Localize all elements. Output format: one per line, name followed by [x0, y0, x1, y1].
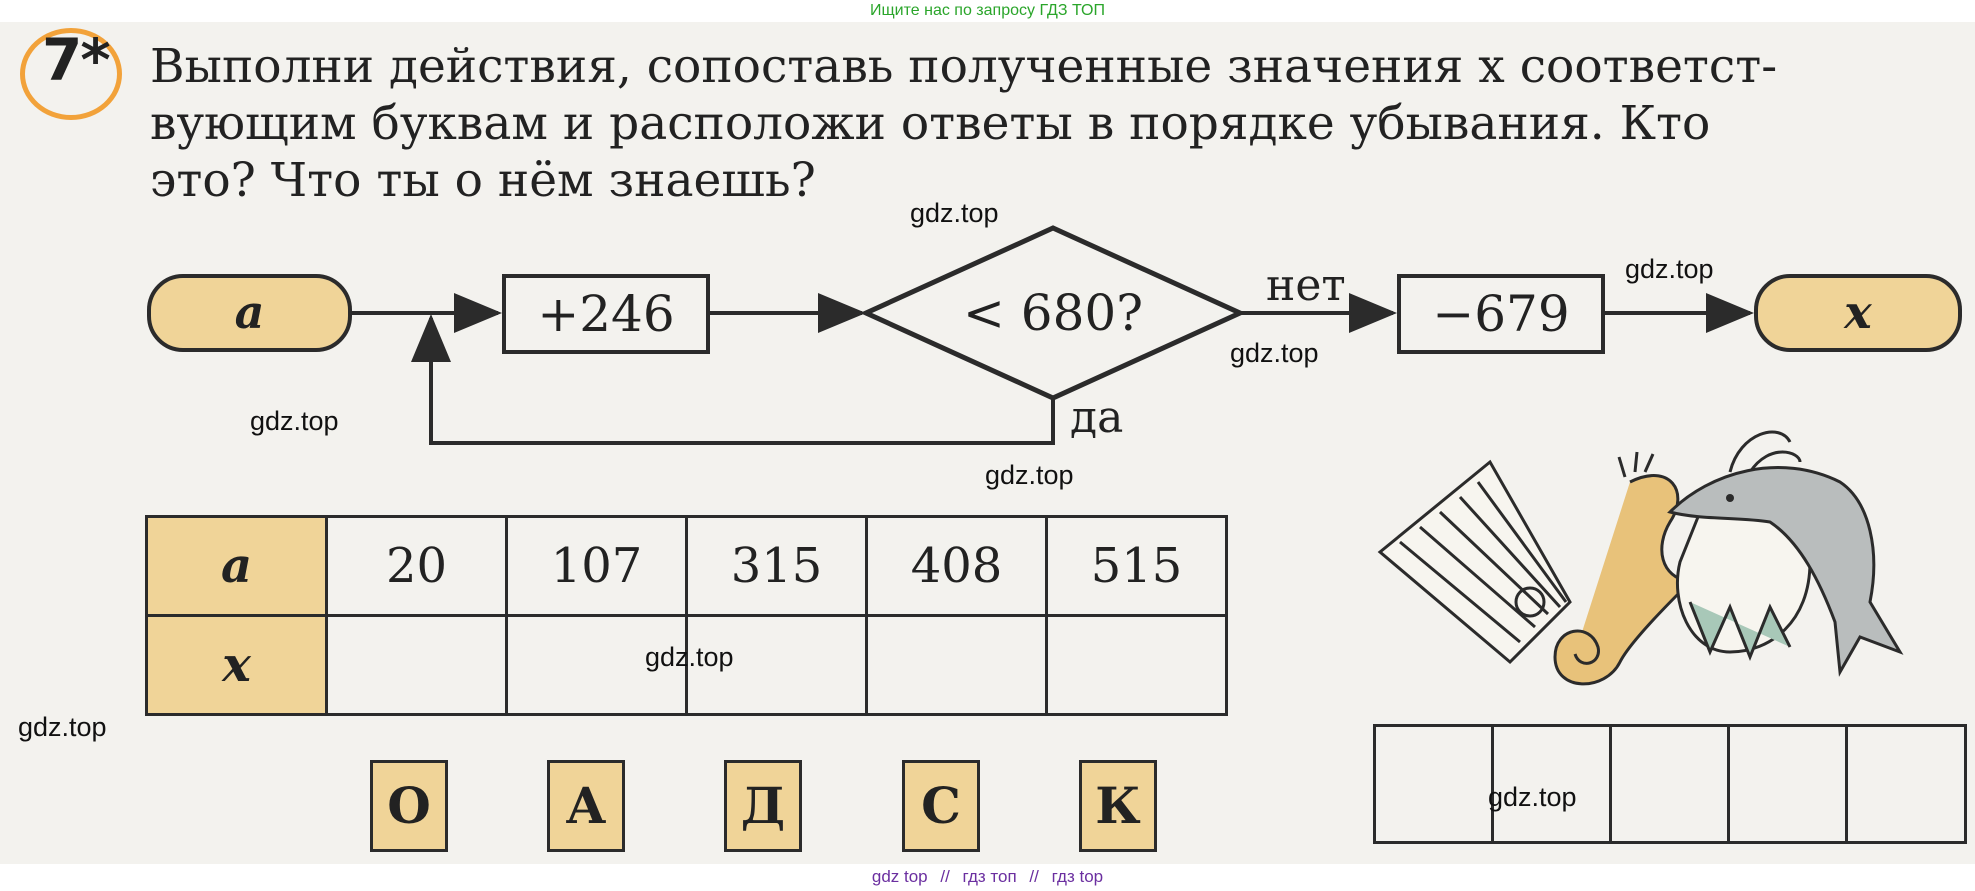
flow-end-x: x — [1754, 274, 1962, 352]
watermark: gdz.top — [985, 460, 1074, 490]
a-value-cell: 515 — [1045, 515, 1228, 617]
watermark: gdz.top — [250, 406, 339, 436]
letter-card: А — [547, 760, 625, 852]
x-value-cell[interactable] — [505, 614, 688, 716]
flow-no-label: нет — [1266, 260, 1346, 311]
textbook-page: 7* Выполни действия, сопоставь полученны… — [0, 22, 1975, 870]
footer-link[interactable]: gdz top — [871, 867, 928, 886]
footer-links: gdz top // гдз топ // гдз top — [0, 864, 1975, 890]
x-value-cell[interactable] — [1045, 614, 1228, 716]
watermark: gdz.top — [1488, 782, 1577, 812]
flow-condition-label: < 680? — [962, 284, 1144, 342]
footer-separator: // — [1029, 867, 1039, 886]
myth-illustration — [1377, 430, 1904, 686]
a-value-cell: 315 — [685, 515, 868, 617]
answer-grid — [1373, 724, 1967, 844]
task-line-3: это? Что ты о нём знаешь? — [150, 153, 816, 208]
footer-link[interactable]: гдз top — [1051, 867, 1104, 886]
table-row-a: a 20 107 315 408 515 — [145, 515, 1228, 617]
dolphin-drawing — [1667, 466, 1904, 677]
x-value-cell[interactable] — [325, 614, 508, 716]
x-value-cell[interactable] — [685, 614, 868, 716]
letter-card: С — [902, 760, 980, 852]
seahorse-drawing — [1514, 451, 1694, 686]
watermark: gdz.top — [18, 712, 107, 742]
task-number-badge — [20, 28, 122, 120]
watermark: gdz.top — [1230, 338, 1319, 368]
a-value-cell: 408 — [865, 515, 1048, 617]
letter-card: Д — [724, 760, 802, 852]
footer-link[interactable]: гдз топ — [962, 867, 1017, 886]
task-number: 7* — [42, 26, 111, 94]
letter-card: О — [370, 760, 448, 852]
flow-op-minus-679: −679 — [1397, 274, 1605, 354]
search-hint-link[interactable]: Ищите нас по запросу ГДЗ ТОП — [870, 2, 1105, 19]
flow-start-a: a — [147, 274, 352, 352]
watermark: gdz.top — [910, 198, 999, 228]
row-x-header: x — [145, 614, 328, 716]
answer-cell[interactable] — [1730, 727, 1848, 841]
letter-card: К — [1079, 760, 1157, 852]
values-table: a 20 107 315 408 515 x — [145, 515, 1228, 716]
answer-cell[interactable] — [1612, 727, 1730, 841]
task-line-1: Выполни действия, сопоставь полученные з… — [150, 39, 1778, 94]
flow-yes-label: да — [1070, 392, 1124, 443]
watermark: gdz.top — [1625, 254, 1714, 284]
a-value-cell: 20 — [325, 515, 508, 617]
flowchart-connectors — [352, 225, 1754, 445]
task-text: Выполни действия, сопоставь полученные з… — [150, 38, 1960, 209]
flow-op-plus-246: +246 — [502, 274, 710, 354]
x-value-cell[interactable] — [865, 614, 1048, 716]
answer-cell[interactable] — [1494, 727, 1612, 841]
footer-separator: // — [940, 867, 950, 886]
arrow-yes-loop — [411, 314, 1055, 445]
lyre-drawing — [1377, 459, 1572, 665]
shell-drawing — [1675, 430, 1812, 662]
task-line-2: вующим буквам и расположи ответы в поряд… — [150, 96, 1711, 151]
answer-cell[interactable] — [1376, 727, 1494, 841]
table-row-x: x — [145, 614, 1228, 716]
watermark: gdz.top — [645, 642, 734, 672]
row-a-header: a — [145, 515, 328, 617]
answer-cell[interactable] — [1848, 727, 1964, 841]
a-value-cell: 107 — [505, 515, 688, 617]
